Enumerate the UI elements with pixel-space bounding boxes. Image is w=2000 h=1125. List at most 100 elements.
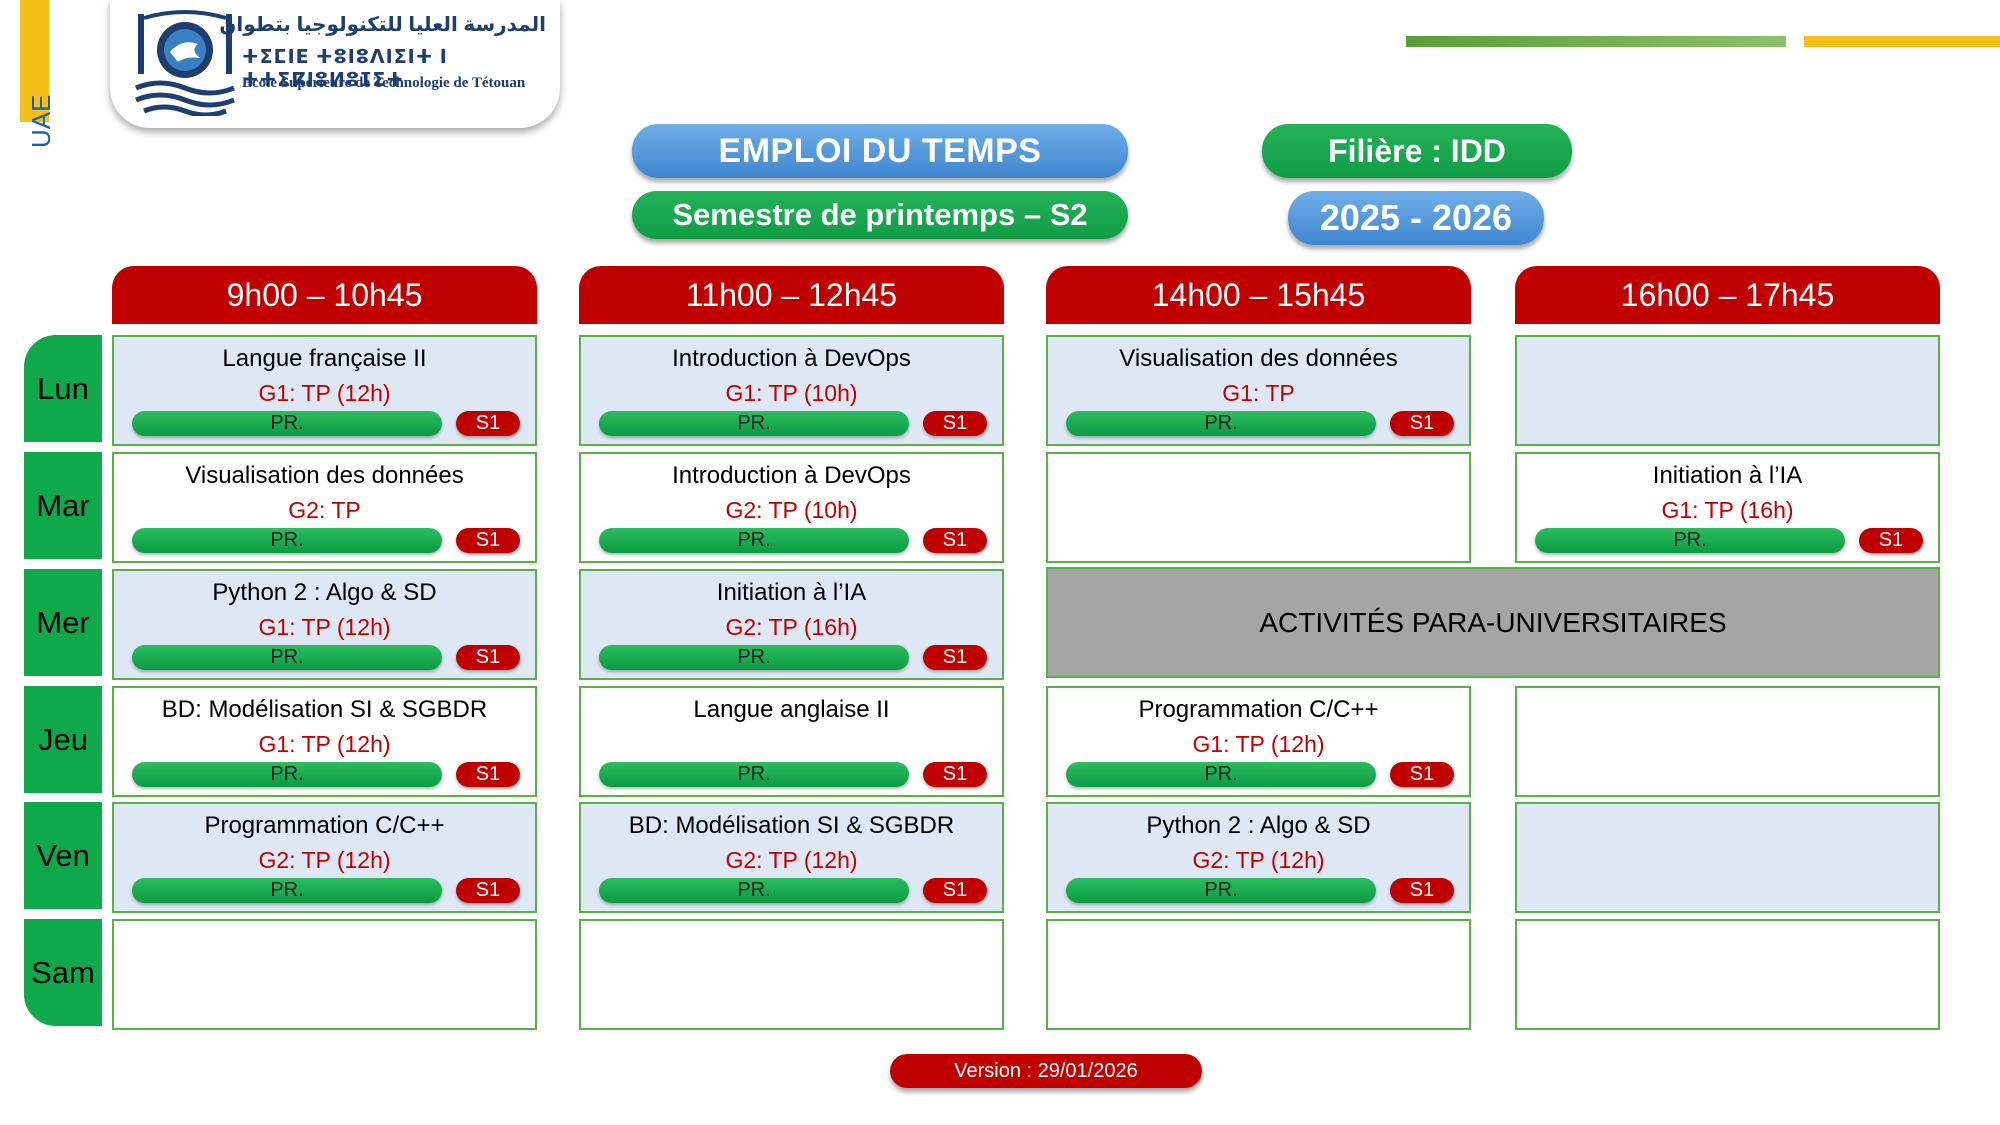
course-group: G2: TP (10h) — [725, 497, 858, 523]
course-title: Visualisation des données — [1119, 345, 1398, 372]
professor-bar: PR. — [599, 411, 909, 436]
professor-bar: PR. — [599, 762, 909, 787]
course-title: Initiation à l’IA — [716, 579, 867, 606]
course-title: Python 2 : Algo & SD — [1146, 812, 1371, 839]
school-name-tifinagh: ⵜⵉⵎⵏⴹ ⵜⵓⵏⵓⴷⵏⵉⵏⵜ ⵏ ⵜⵜⵉⴽⵏⵓⵍⵓⵊⵉⵜ — [242, 47, 448, 91]
semester-badge: S1 — [1390, 762, 1454, 787]
professor-bar: PR. — [132, 645, 442, 670]
professor-bar: PR. — [1066, 411, 1376, 436]
schedule-cell-mar-2[interactable]: Introduction à DevOps G2: TP (10h) PR. S… — [579, 452, 1004, 563]
day-label-mar: Mar — [22, 450, 104, 561]
semester-badge: S1 — [1390, 411, 1454, 436]
schedule-cell-mar-1[interactable]: Visualisation des données G2: TP PR. S1 — [112, 452, 537, 563]
schedule-cell-lun-3[interactable]: Visualisation des données G1: TP PR. S1 — [1046, 335, 1471, 446]
course-group: G2: TP (16h) — [725, 614, 858, 640]
professor-bar: PR. — [1066, 878, 1376, 903]
course-title: Visualisation des données — [185, 462, 464, 489]
course-title: Initiation à l’IA — [1652, 462, 1803, 489]
decorative-green-line — [1406, 36, 1786, 47]
schedule-cell-lun-2[interactable]: Introduction à DevOps G1: TP (10h) PR. S… — [579, 335, 1004, 446]
course-title: Langue française II — [222, 345, 427, 372]
schedule-cell-sam-2-empty[interactable] — [579, 919, 1004, 1030]
course-title: Programmation C/C++ — [1138, 696, 1379, 723]
course-title: Python 2 : Algo & SD — [212, 579, 437, 606]
professor-bar: PR. — [599, 528, 909, 553]
schedule-cell-mar-4[interactable]: Initiation à l’IA G1: TP (16h) PR. S1 — [1515, 452, 1940, 563]
semester-badge: S1 — [456, 411, 520, 436]
schedule-cell-lun-1[interactable]: Langue française II G1: TP (12h) PR. S1 — [112, 335, 537, 446]
professor-bar: PR. — [132, 411, 442, 436]
semester-badge: S1 — [456, 645, 520, 670]
filiere-label: Filière : IDD — [1262, 124, 1572, 178]
school-name-arabic: المدرسة العليا للتكنولوجيا بتطوان — [219, 14, 546, 36]
day-label-sam: Sam — [22, 917, 104, 1028]
course-title: Langue anglaise II — [693, 696, 890, 723]
version-badge: Version : 29/01/2026 — [890, 1054, 1202, 1088]
professor-bar: PR. — [132, 762, 442, 787]
schedule-cell-sam-4-empty[interactable] — [1515, 919, 1940, 1030]
schedule-cell-ven-1[interactable]: Programmation C/C++ G2: TP (12h) PR. S1 — [112, 802, 537, 913]
day-label-mer: Mer — [22, 567, 104, 678]
schedule-cell-lun-4-empty[interactable] — [1515, 335, 1940, 446]
uae-side-label: UAE — [26, 94, 56, 148]
semester-badge: S1 — [1390, 878, 1454, 903]
schedule-cell-mer-2[interactable]: Initiation à l’IA G2: TP (16h) PR. S1 — [579, 569, 1004, 680]
decorative-yellow-line — [1804, 36, 2000, 47]
course-group: G1: TP (12h) — [1192, 731, 1325, 757]
schedule-cell-jeu-3[interactable]: Programmation C/C++ G1: TP (12h) PR. S1 — [1046, 686, 1471, 797]
semester-badge: S1 — [923, 878, 987, 903]
professor-bar: PR. — [599, 645, 909, 670]
school-name-french: Ecole Supérieure de Technologie de Tétou… — [242, 75, 526, 91]
semester-badge: S1 — [456, 528, 520, 553]
professor-bar: PR. — [1535, 528, 1845, 553]
schedule-cell-sam-3-empty[interactable] — [1046, 919, 1471, 1030]
schedule-cell-jeu-2[interactable]: Langue anglaise II PR. S1 — [579, 686, 1004, 797]
course-title: BD: Modélisation SI & SGBDR — [161, 696, 488, 723]
schedule-cell-ven-3[interactable]: Python 2 : Algo & SD G2: TP (12h) PR. S1 — [1046, 802, 1471, 913]
semester-badge: S1 — [923, 645, 987, 670]
day-label-ven: Ven — [22, 800, 104, 911]
page-title: EMPLOI DU TEMPS — [632, 124, 1128, 178]
course-group: G1: TP (12h) — [258, 614, 391, 640]
schedule-cell-mar-3-empty[interactable] — [1046, 452, 1471, 563]
course-title: BD: Modélisation SI & SGBDR — [628, 812, 955, 839]
day-label-lun: Lun — [22, 333, 104, 444]
semester-label: Semestre de printemps – S2 — [632, 191, 1128, 239]
course-group: G2: TP (12h) — [725, 847, 858, 873]
schedule-cell-ven-4-empty[interactable] — [1515, 802, 1940, 913]
professor-bar: PR. — [599, 878, 909, 903]
activities-para-universitaires[interactable]: ACTIVITÉS PARA-UNIVERSITAIRES — [1046, 567, 1940, 678]
schedule-cell-jeu-4-empty[interactable] — [1515, 686, 1940, 797]
professor-bar: PR. — [132, 878, 442, 903]
school-logo-card: المدرسة العليا للتكنولوجيا بتطوان ⵜⵉⵎⵏⴹ … — [110, 0, 560, 128]
course-group: G1: TP — [1222, 380, 1295, 406]
course-group: G1: TP (12h) — [258, 380, 391, 406]
semester-badge: S1 — [923, 528, 987, 553]
course-group: G1: TP (12h) — [258, 731, 391, 757]
course-group: G2: TP (12h) — [1192, 847, 1325, 873]
school-emblem-icon — [135, 10, 235, 116]
course-group: G1: TP (10h) — [725, 380, 858, 406]
yellow-accent-strip — [20, 0, 49, 122]
schedule-cell-mer-1[interactable]: Python 2 : Algo & SD G1: TP (12h) PR. S1 — [112, 569, 537, 680]
course-group: G1: TP (16h) — [1661, 497, 1794, 523]
schedule-cell-jeu-1[interactable]: BD: Modélisation SI & SGBDR G1: TP (12h)… — [112, 686, 537, 797]
semester-badge: S1 — [456, 878, 520, 903]
time-slot-header-3: 14h00 – 15h45 — [1046, 266, 1471, 324]
schedule-cell-ven-2[interactable]: BD: Modélisation SI & SGBDR G2: TP (12h)… — [579, 802, 1004, 913]
semester-badge: S1 — [923, 411, 987, 436]
professor-bar: PR. — [1066, 762, 1376, 787]
course-title: Introduction à DevOps — [672, 462, 911, 489]
time-slot-header-1: 9h00 – 10h45 — [112, 266, 537, 324]
academic-year: 2025 - 2026 — [1288, 191, 1544, 245]
semester-badge: S1 — [1859, 528, 1923, 553]
course-title: Introduction à DevOps — [672, 345, 911, 372]
schedule-cell-sam-1-empty[interactable] — [112, 919, 537, 1030]
time-slot-header-4: 16h00 – 17h45 — [1515, 266, 1940, 324]
semester-badge: S1 — [923, 762, 987, 787]
professor-bar: PR. — [132, 528, 442, 553]
day-label-jeu: Jeu — [22, 684, 104, 795]
course-group: G2: TP — [288, 497, 361, 523]
course-title: Programmation C/C++ — [204, 812, 445, 839]
course-group: G2: TP (12h) — [258, 847, 391, 873]
